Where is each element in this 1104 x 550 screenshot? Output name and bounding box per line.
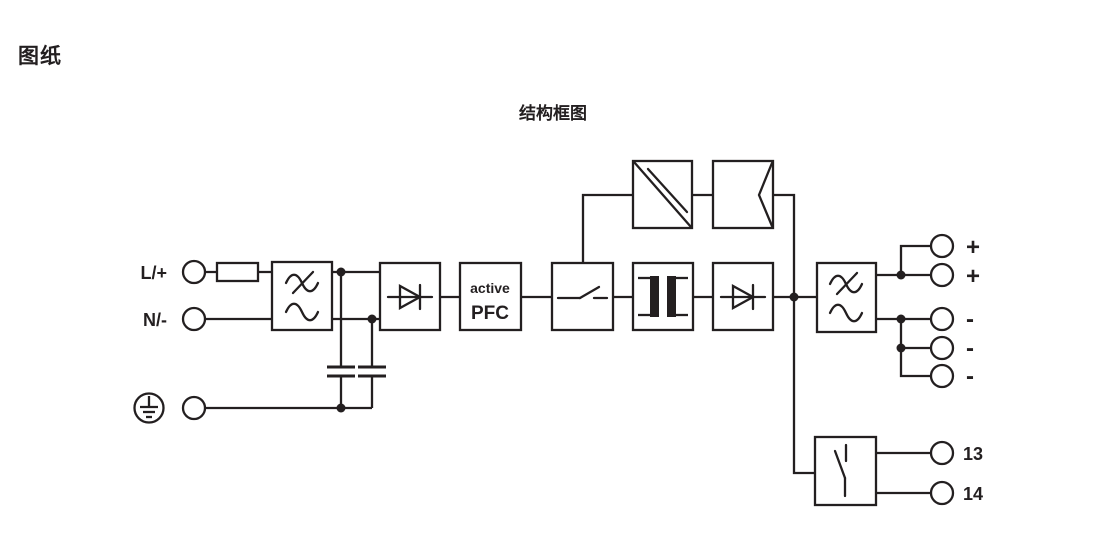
feedback-block bbox=[711, 159, 775, 230]
relay-contact-icon bbox=[833, 443, 848, 498]
signal-relay-block bbox=[813, 435, 878, 507]
label-terminal-13: 13 bbox=[963, 444, 983, 464]
transformer-block bbox=[631, 261, 695, 332]
label-line-input: L/+ bbox=[140, 263, 167, 283]
chevron-icon bbox=[757, 161, 774, 228]
output-terminal-plus-1 bbox=[929, 233, 955, 259]
signal-terminal-14 bbox=[929, 480, 955, 506]
capacitor-icon bbox=[327, 365, 355, 378]
pfc-block: active PFC bbox=[458, 261, 523, 332]
ground-terminal bbox=[181, 395, 207, 421]
rectifier-block bbox=[378, 261, 442, 332]
output-diode-block bbox=[711, 261, 775, 332]
output-filter-block bbox=[815, 261, 878, 334]
label-output-plus-2: + bbox=[966, 263, 980, 290]
page-title: 图纸 bbox=[18, 45, 62, 68]
signal-terminal-13 bbox=[929, 440, 955, 466]
pfc-label-line1: active bbox=[470, 280, 510, 296]
label-terminal-14: 14 bbox=[963, 484, 983, 504]
output-terminal-minus-3 bbox=[929, 363, 955, 389]
dc-converter-block bbox=[631, 159, 694, 230]
label-output-minus-3: - bbox=[966, 363, 974, 390]
output-terminal-minus-2 bbox=[929, 335, 955, 361]
output-terminal-plus-2 bbox=[929, 262, 955, 288]
label-output-minus-1: - bbox=[966, 306, 974, 333]
switch-icon bbox=[556, 285, 609, 300]
output-terminal-minus-1 bbox=[929, 306, 955, 332]
diagonal-icon bbox=[632, 160, 693, 229]
earth-ground-icon bbox=[133, 392, 165, 424]
input-terminal-line bbox=[181, 259, 207, 285]
transformer-icon bbox=[638, 276, 688, 317]
fuse-icon bbox=[215, 261, 260, 283]
pfc-label-line2: PFC bbox=[471, 303, 509, 324]
label-neutral-input: N/- bbox=[143, 310, 167, 330]
label-output-plus-1: + bbox=[966, 234, 980, 261]
capacitor-icon bbox=[358, 365, 386, 378]
input-terminal-neutral bbox=[181, 306, 207, 332]
input-filter-block bbox=[270, 260, 334, 332]
switch-block bbox=[550, 261, 615, 332]
junction-dots bbox=[336, 267, 906, 413]
diagram-title: 结构框图 bbox=[519, 103, 587, 123]
label-output-minus-2: - bbox=[966, 335, 974, 362]
